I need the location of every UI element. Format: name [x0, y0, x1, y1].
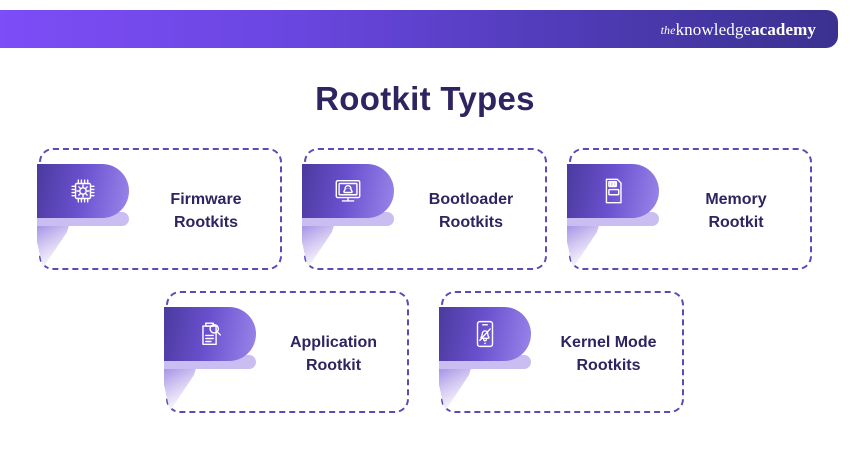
- card-row-top: Firmware Rootkits: [0, 148, 850, 270]
- card-firmware-rootkits[interactable]: Firmware Rootkits: [36, 148, 282, 272]
- badge-kernel-mode: [439, 307, 531, 361]
- brand-middle: knowledge: [675, 19, 752, 39]
- card-label-line1: Firmware: [170, 190, 242, 208]
- card-application-rootkit[interactable]: Application Rootkit: [164, 291, 409, 415]
- card-label: Memory Rootkit: [667, 150, 806, 272]
- brand-prefix: the: [660, 22, 676, 37]
- badge-tail: [439, 355, 475, 411]
- card-label-line1: Bootloader: [428, 190, 514, 208]
- card-label-line2: Rootkits: [173, 214, 238, 231]
- badge-memory: [566, 164, 659, 218]
- brand-suffix: academy: [751, 19, 816, 39]
- page-title: Rootkit Types: [315, 80, 535, 117]
- badge-application: [164, 307, 256, 361]
- card-label-line2: Rootkit: [708, 214, 764, 231]
- card-label-line2: Rootkits: [576, 357, 641, 374]
- card-label-line1: Kernel Mode: [560, 333, 657, 351]
- card-memory-rootkit[interactable]: Memory Rootkit: [566, 148, 812, 272]
- header-bar: theknowledgeacademy: [0, 10, 838, 48]
- card-row-bottom: Application Rootkit: [0, 291, 850, 413]
- card-label-line2: Rootkits: [438, 214, 503, 231]
- card-label-line2: Rootkit: [305, 357, 362, 374]
- badge-tail: [301, 212, 338, 268]
- clipboard-search-icon: [195, 319, 225, 349]
- badge-bootloader: [301, 164, 394, 218]
- card-label-line1: Application: [289, 333, 378, 351]
- badge-tail: [566, 212, 603, 268]
- monitor-penguin-icon: [333, 176, 363, 206]
- memory-card-icon: [598, 176, 628, 206]
- phone-bell-off-icon: [470, 319, 500, 349]
- card-label: Firmware Rootkits: [137, 150, 276, 272]
- card-label: Application Rootkit: [264, 293, 403, 415]
- badge-firmware: [36, 164, 129, 218]
- badge-tail: [36, 212, 73, 268]
- brand-logo: theknowledgeacademy: [661, 21, 816, 38]
- card-label-line1: Memory: [705, 190, 767, 208]
- badge-tail: [164, 355, 200, 411]
- card-label: Bootloader Rootkits: [402, 150, 541, 272]
- card-label: Kernel Mode Rootkits: [539, 293, 678, 415]
- card-kernel-mode-rootkits[interactable]: Kernel Mode Rootkits: [439, 291, 684, 415]
- microchip-icon: [68, 176, 98, 206]
- card-bootloader-rootkits[interactable]: Bootloader Rootkits: [301, 148, 547, 272]
